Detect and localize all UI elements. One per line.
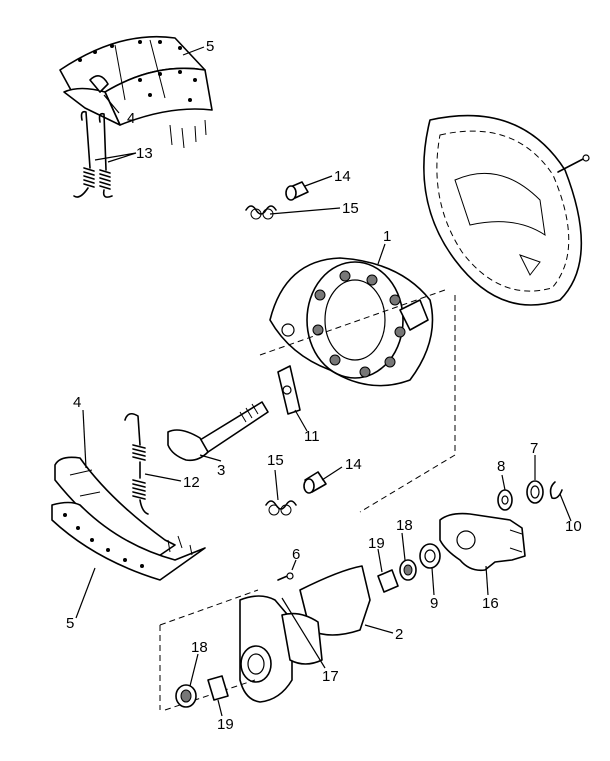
callout-3: 3 [217,462,225,479]
lower-brake-shoe [51,456,206,581]
dust-shield [423,114,590,306]
brake-spider [269,257,434,387]
callout-11: 11 [304,428,320,445]
callout-13: 13 [136,145,153,162]
callout-18-lower: 18 [191,639,208,656]
return-springs [73,110,113,198]
callout-16: 16 [482,595,499,612]
callout-8: 8 [497,458,505,475]
callout-1: 1 [383,228,391,245]
callout-18-upper: 18 [396,517,413,534]
callout-4-upper: 4 [127,110,135,127]
callout-17: 17 [322,668,339,685]
callout-7: 7 [530,440,538,457]
callout-5-upper: 5 [206,38,214,55]
camshaft [167,401,269,462]
callout-2: 2 [395,626,403,643]
callout-19-upper: 19 [368,535,385,552]
callout-10: 10 [565,518,582,535]
callout-14-lower: 14 [345,456,362,473]
slack-adjuster [439,512,526,572]
camshaft-bracket [239,565,371,703]
callout-5-lower: 5 [66,615,74,632]
callout-15-lower: 15 [267,452,284,469]
lower-seal-washers [175,675,229,708]
callout-9: 9 [430,595,438,612]
upper-roller-and-clip [245,181,309,220]
callout-19-lower: 19 [217,716,234,733]
upper-brake-shoe [59,35,213,149]
callout-6: 6 [292,546,300,563]
leader-lines [75,46,572,717]
washers-and-ring [497,480,563,511]
upper-seal-washers [377,543,441,593]
callout-14-upper: 14 [334,168,351,185]
shoe-spring [124,412,149,515]
callout-4-lower: 4 [73,394,81,411]
lower-roller-and-clip [265,471,327,516]
assembly-line-upper [259,289,456,513]
camshaft-plate [277,365,301,415]
callout-12: 12 [183,474,200,491]
callout-labels: 5 4 13 14 15 1 11 4 3 12 15 14 8 7 10 18… [66,38,582,733]
callout-15-upper: 15 [342,200,359,217]
